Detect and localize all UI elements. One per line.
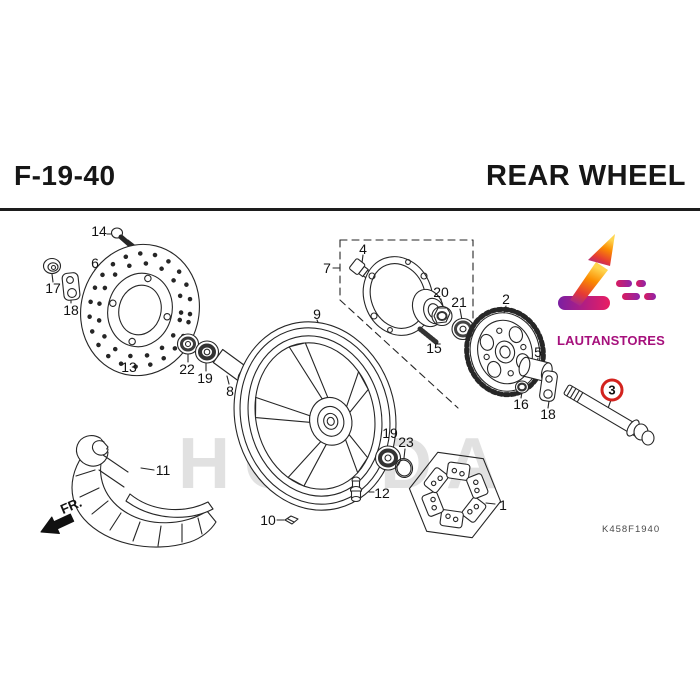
assembly-dashed-lines bbox=[339, 239, 474, 409]
part-10-clip bbox=[284, 515, 299, 525]
page-code: F-19-40 bbox=[14, 160, 116, 191]
part-2-sprocket bbox=[464, 306, 546, 398]
page-header: F-19-40 REAR WHEEL bbox=[14, 160, 686, 193]
part-23-oring bbox=[394, 457, 414, 479]
part-22-seal bbox=[176, 333, 200, 355]
part-19-bearing-bottom bbox=[374, 445, 402, 471]
part-20-nut bbox=[431, 305, 453, 327]
part-19-bearing-left bbox=[194, 340, 220, 364]
part-18-bracket-left bbox=[61, 272, 81, 301]
part-9-wheel bbox=[233, 321, 397, 511]
page-title: REAR WHEEL bbox=[486, 160, 686, 192]
part-13-brake-disc bbox=[80, 243, 200, 377]
store-logo-arrow-icon bbox=[558, 234, 656, 310]
store-logo-text: LAUTANSTORES bbox=[556, 333, 666, 348]
part-17-grommet bbox=[42, 257, 62, 275]
fr-direction-arrow bbox=[40, 513, 75, 535]
diagram-reference-code: K458F1940 bbox=[602, 524, 661, 535]
part-3-axle bbox=[563, 384, 655, 446]
part-18-bracket-right bbox=[539, 370, 558, 402]
header-divider bbox=[0, 208, 700, 211]
part-16-nut bbox=[514, 380, 530, 394]
part-15-spring-pin bbox=[417, 326, 439, 345]
part-7-hub bbox=[362, 256, 445, 336]
store-logo: LAUTANSTORES bbox=[552, 230, 670, 348]
part-1-damper-set bbox=[408, 451, 502, 539]
part-12-valve bbox=[349, 476, 363, 503]
part-11-tire-section bbox=[71, 435, 217, 548]
